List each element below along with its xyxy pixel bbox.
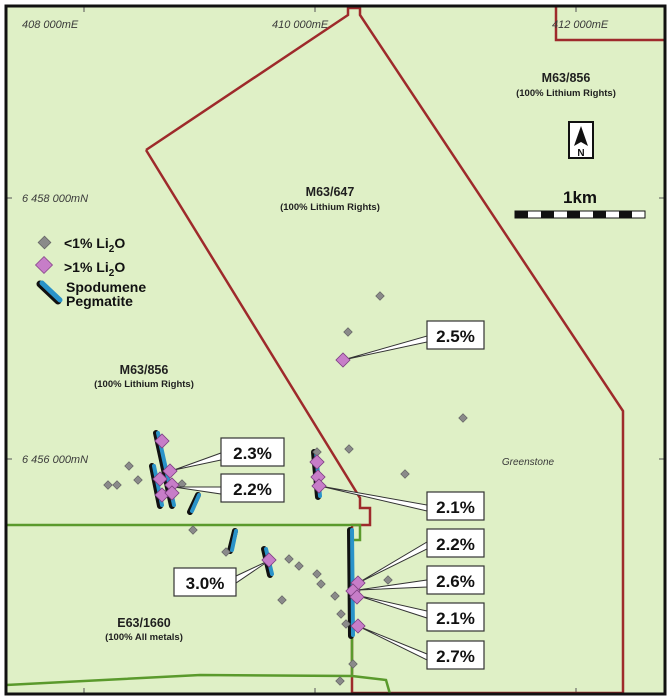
high-grade-samples: [152, 352, 366, 634]
high-grade-sample: [152, 471, 168, 487]
scale-bar: 1km: [514, 188, 646, 219]
grade-callout-value: 2.7%: [436, 647, 475, 666]
legend-low-grade-label: <1% Li2O: [64, 235, 125, 255]
grade-callout-value: 2.1%: [436, 498, 475, 517]
legend-low-grade-symbol: [37, 235, 52, 250]
grade-callout: 2.1%: [426, 602, 485, 632]
high-grade-sample: [350, 618, 366, 634]
north-arrow-letter: N: [577, 148, 584, 159]
low-grade-samples: [103, 291, 468, 686]
grade-callout-value: 2.5%: [436, 327, 475, 346]
north-arrow: N: [568, 121, 594, 159]
high-grade-sample: [154, 487, 170, 503]
grade-callout: 2.1%: [426, 491, 485, 521]
grade-callout: 3.0%: [173, 567, 237, 597]
map-background: [6, 6, 665, 694]
pegmatite-outcrop-5: [230, 529, 238, 552]
northing-label-6458000: 6 458 000mN: [22, 193, 88, 205]
legend-high-grade-label: >1% Li2O: [64, 259, 125, 279]
legend-pegmatite-symbol: [39, 280, 63, 303]
high-grade-sample: [162, 463, 178, 479]
grade-callout-value: 2.6%: [436, 572, 475, 591]
grade-callout-value: 2.2%: [436, 535, 475, 554]
easting-label-408000: 408 000mE: [22, 19, 79, 31]
high-grade-sample: [154, 433, 170, 449]
easting-label-410000: 410 000mE: [272, 19, 329, 31]
grade-callout: 2.2%: [220, 473, 285, 503]
high-grade-sample: [335, 352, 351, 368]
tenement-rights-m63-647: (100% Lithium Rights): [280, 202, 380, 213]
tenement-label-e63-1660: E63/1660: [117, 616, 171, 630]
north-arrow-icon: [574, 126, 588, 146]
northing-label-6456000: 6 456 000mN: [22, 454, 88, 466]
high-grade-sample: [311, 478, 327, 494]
grade-callout: 2.5%: [426, 320, 485, 350]
tenement-rights-m63-856-w: (100% Lithium Rights): [94, 379, 194, 390]
tenement-label-m63-856-w: M63/856: [120, 363, 169, 377]
grade-callout-value: 2.1%: [436, 609, 475, 628]
legend-high-grade-symbol: [34, 255, 54, 275]
callout-leaders: [173, 335, 428, 661]
tenement-boundary-e63-1660-south: [5, 673, 353, 687]
legend: <1% Li2O >1% Li2O Spodumene Pegmatite: [34, 235, 146, 309]
grade-callout-value: 2.2%: [233, 480, 272, 499]
tenement-rights-e63-1660: (100% All metals): [105, 632, 183, 643]
tenement-label-m63-856-ne: M63/856: [542, 71, 591, 85]
scale-bar-label: 1km: [563, 188, 597, 207]
high-grade-sample: [310, 469, 326, 485]
grade-callout: 2.6%: [426, 565, 485, 595]
tenement-label-m63-647: M63/647: [306, 185, 355, 199]
legend-pegmatite-label-line1: Spodumene: [66, 279, 146, 295]
greenstone-label: Greenstone: [502, 457, 555, 468]
tenement-rights-m63-856-ne: (100% Lithium Rights): [516, 88, 616, 99]
grade-callout: 2.2%: [426, 528, 485, 558]
grade-callout: 2.7%: [426, 640, 485, 670]
grade-callouts: 2.5% 2.3% 2.2% 2.1% 2.2% 3.0% 2.6% 2.1%: [173, 320, 485, 670]
pegmatite-outcrop-3: [190, 493, 201, 513]
high-grade-sample: [261, 552, 277, 568]
easting-label-412000: 412 000mE: [552, 19, 609, 31]
high-grade-sample: [349, 589, 365, 605]
tenement-boundary-m63-856-ne: [554, 6, 664, 42]
legend-pegmatite-label-line2: Pegmatite: [66, 293, 133, 309]
map-frame: [4, 4, 667, 696]
high-grade-sample: [164, 485, 180, 501]
high-grade-sample: [309, 454, 325, 470]
grade-callout-value: 2.3%: [233, 444, 272, 463]
grade-callout-value: 3.0%: [186, 574, 225, 593]
high-grade-sample: [164, 477, 180, 493]
grade-callout: 2.3%: [220, 437, 285, 467]
